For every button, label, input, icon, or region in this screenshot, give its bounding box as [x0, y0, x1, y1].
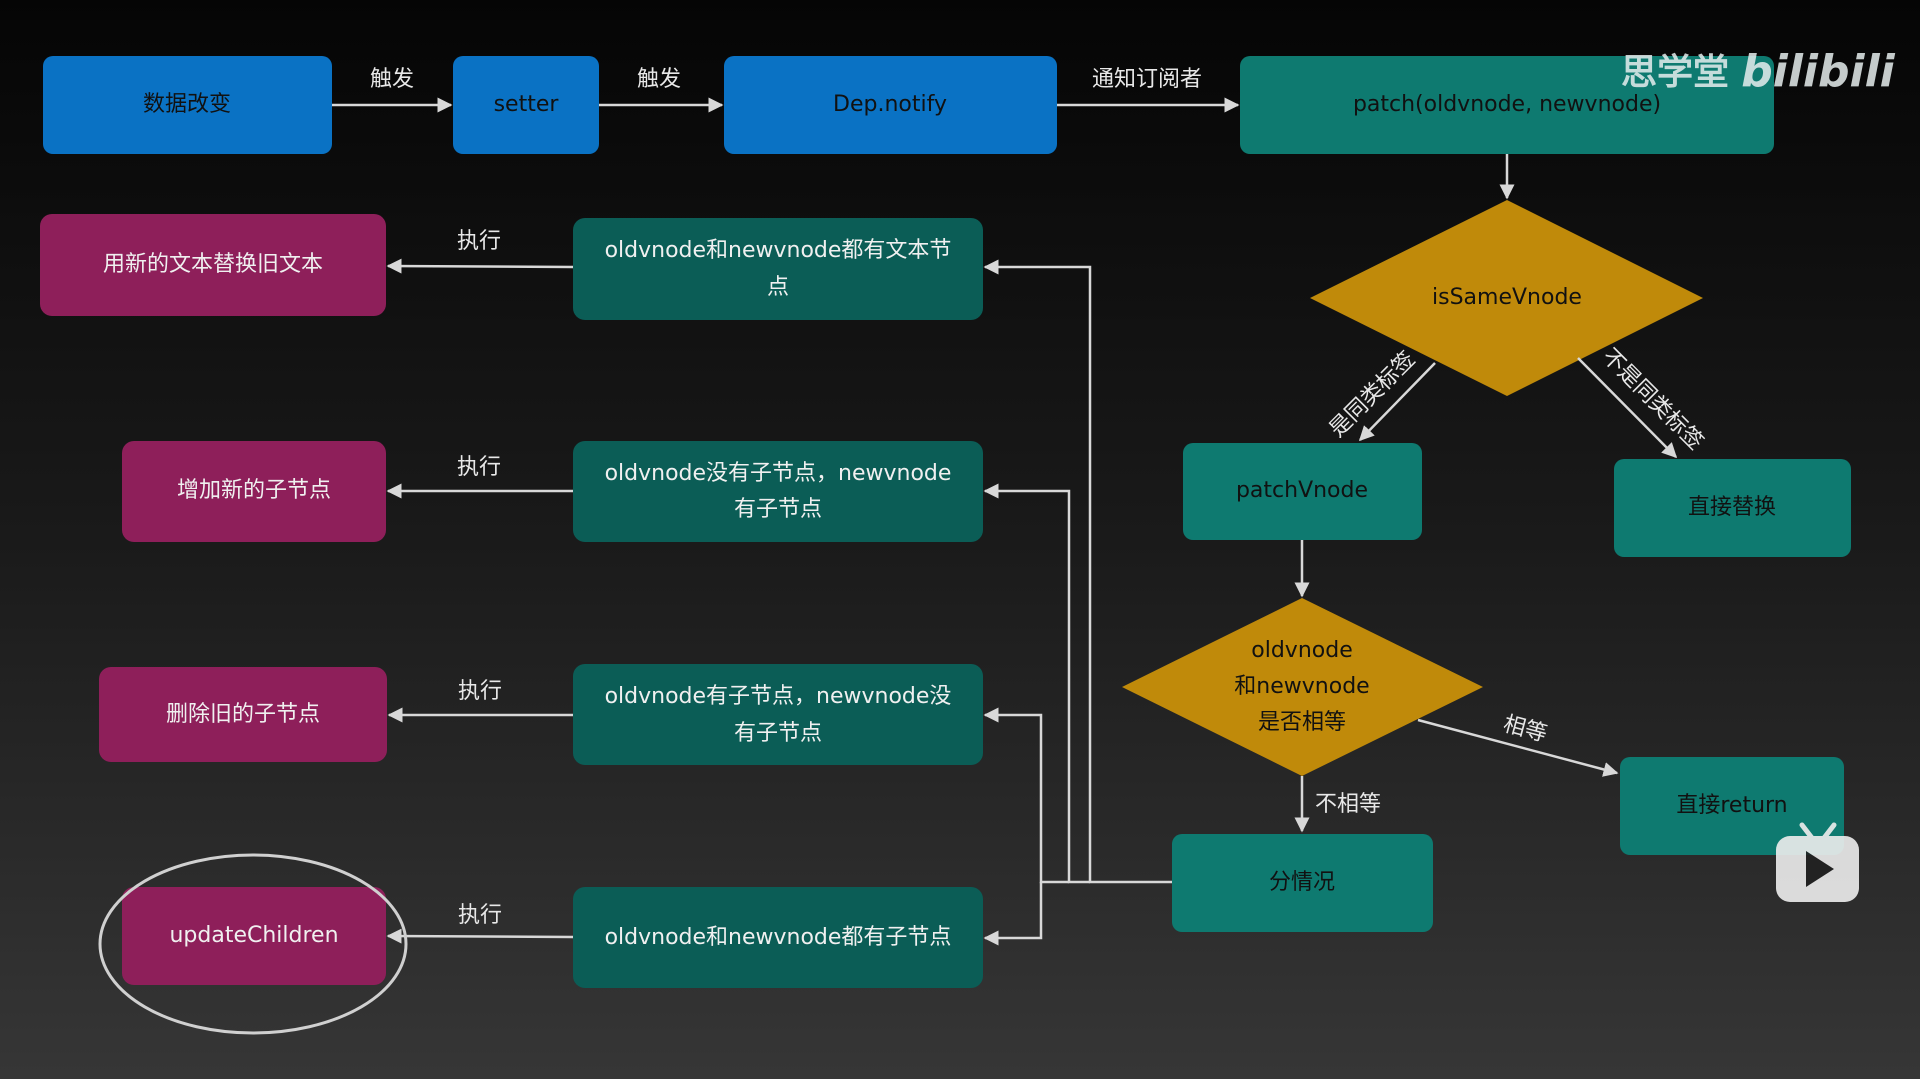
svg-text:Dep.notify: Dep.notify [833, 92, 947, 117]
svg-text:数据改变: 数据改变 [143, 92, 231, 117]
svg-text:思学堂: 思学堂 [1621, 51, 1729, 93]
svg-text:用新的文本替换旧文本: 用新的文本替换旧文本 [103, 252, 323, 277]
edge-no [1577, 357, 1678, 459]
action-update-children [122, 887, 386, 985]
action-remove-children [99, 667, 387, 762]
condition-new-children-only: oldvnode没有子节点，newvnode 有子节点 增加新的子节点 执行 [122, 441, 983, 542]
condition-text-nodes: oldvnode和newvnode都有文本节 点 用新的文本替换旧文本 执行 [40, 214, 983, 320]
bilibili-logo: bilibili [1741, 46, 1895, 97]
svg-text:oldvnode没有子节点，newvnode: oldvnode没有子节点，newvnode [605, 461, 952, 486]
svg-text:执行: 执行 [457, 229, 501, 254]
svg-text:oldvnode和newvnode都有文本节: oldvnode和newvnode都有文本节 [605, 238, 952, 263]
edge-cases-cond1 [983, 259, 1172, 884]
svg-text:updateChildren: updateChildren [169, 923, 338, 948]
svg-text:oldvnode有子节点，newvnode没: oldvnode有子节点，newvnode没 [605, 684, 952, 709]
node-cases: 分情况 [1172, 834, 1433, 932]
svg-text:执行: 执行 [458, 679, 502, 704]
edge-label: 通知订阅者 [1092, 67, 1202, 92]
edge-cases-cond4 [983, 882, 1043, 946]
svg-text:执行: 执行 [457, 455, 501, 480]
node-data-change: 数据改变 [43, 56, 332, 154]
edge-equal [1417, 718, 1619, 777]
svg-text:oldvnode和newvnode都有子节点: oldvnode和newvnode都有子节点 [605, 925, 952, 950]
svg-text:点: 点 [767, 275, 789, 300]
decision-vnode-equal: oldvnode 和newvnode 是否相等 [1122, 598, 1483, 776]
edge-cases-cond2 [983, 483, 1090, 884]
node-direct-return: 直接return [1620, 757, 1844, 855]
svg-text:和newvnode: 和newvnode [1234, 674, 1369, 699]
svg-text:patch(oldvnode, newvnode): patch(oldvnode, newvnode) [1353, 92, 1661, 117]
svg-text:删除旧的子节点: 删除旧的子节点 [166, 702, 320, 727]
condition-both-children: oldvnode和newvnode都有子节点 updateChildren 执行 [122, 887, 983, 988]
edge-label: 触发 [370, 67, 414, 92]
highlight-circle [98, 853, 408, 1035]
node-setter: setter [453, 56, 599, 154]
node-patch-vnode: patchVnode [1183, 443, 1422, 540]
action-add-children [122, 441, 386, 542]
svg-text:直接替换: 直接替换 [1688, 495, 1776, 520]
tv-play-icon [1776, 822, 1859, 902]
watermark: 思学堂 bilibili [1621, 46, 1896, 97]
svg-text:分情况: 分情况 [1269, 870, 1335, 895]
node-patch: patch(oldvnode, newvnode) [1240, 56, 1774, 154]
edge-cases-cond3 [983, 707, 1069, 884]
action-replace-text [40, 214, 386, 316]
svg-text:有子节点: 有子节点 [734, 721, 822, 746]
svg-text:增加新的子节点: 增加新的子节点 [177, 478, 331, 503]
decision-is-same-vnode: isSameVnode [1310, 200, 1703, 396]
svg-text:patchVnode: patchVnode [1236, 478, 1368, 503]
svg-text:setter: setter [494, 92, 560, 117]
svg-text:执行: 执行 [458, 903, 502, 928]
edge-label-not-equal: 不相等 [1315, 792, 1381, 817]
svg-text:有子节点: 有子节点 [734, 497, 822, 522]
svg-text:直接return: 直接return [1676, 793, 1787, 818]
condition-old-children-only: oldvnode有子节点，newvnode没 有子节点 删除旧的子节点 执行 [99, 664, 983, 765]
edge-label: 触发 [637, 67, 681, 92]
svg-text:oldvnode: oldvnode [1251, 638, 1352, 663]
svg-text:是否相等: 是否相等 [1258, 710, 1346, 735]
edge-yes [1358, 362, 1436, 442]
node-dep-notify: Dep.notify [724, 56, 1057, 154]
svg-text:isSameVnode: isSameVnode [1432, 285, 1582, 310]
node-direct-replace: 直接替换 [1614, 459, 1851, 557]
